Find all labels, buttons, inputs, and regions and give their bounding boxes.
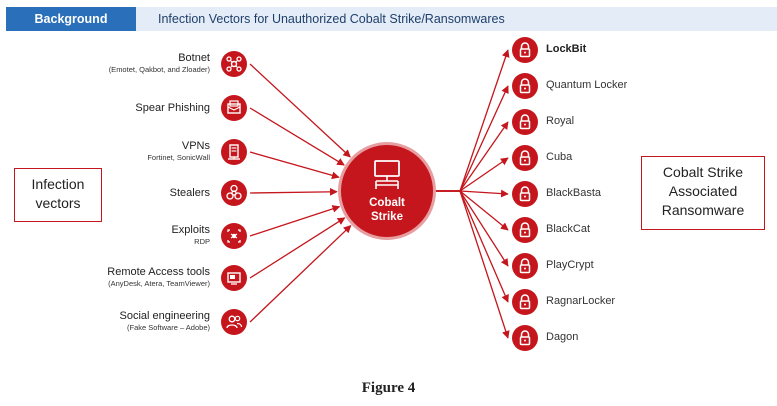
padlock-icon: [512, 109, 538, 135]
ransomware-label-2: Quantum Locker: [546, 79, 628, 91]
vector-arrow: [249, 225, 352, 323]
vector-detail: (AnyDesk, Atera, TeamViewer): [108, 279, 210, 288]
hub-label-line1: Cobalt: [369, 197, 405, 209]
figure-caption: Figure 4: [361, 380, 416, 396]
infection-vectors-label: Infection vectors: [31, 176, 85, 211]
network-icon: [221, 51, 247, 77]
padlock-icon: [512, 253, 538, 279]
cobalt-strike-hub: Cobalt Strike: [341, 145, 433, 237]
padlock-icon: [512, 37, 538, 63]
vector-label-4: Stealers: [40, 187, 210, 200]
hub-label-line2: Strike: [371, 211, 403, 223]
vector-arrow: [249, 187, 338, 196]
ransomware-box-label: Cobalt Strike Associated Ransomware: [661, 164, 745, 218]
vector-name: Exploits: [171, 224, 210, 236]
vector-label-2: Spear Phishing: [40, 102, 210, 115]
vector-arrow: [249, 63, 351, 158]
vector-arrow: [249, 151, 340, 180]
network-computer-icon: [374, 160, 400, 189]
ransomware-label-3: Royal: [546, 115, 575, 127]
ransomware-arrow: [434, 49, 510, 192]
ransomware-label-5: BlackBasta: [546, 187, 602, 199]
envelope-icon: [221, 95, 247, 121]
users-icon: [221, 309, 247, 335]
ransomware-label-7: PlayCrypt: [546, 259, 594, 271]
ransomware-label-4: Cuba: [546, 151, 573, 163]
server-icon: [221, 139, 247, 165]
vector-label-1: Botnet(Emotet, Qakbot, and Zloader): [40, 52, 210, 75]
vector-detail: (Emotet, Qakbot, and Zloader): [108, 65, 210, 74]
vector-name: Stealers: [169, 187, 210, 199]
bug-scan-icon: [221, 223, 247, 249]
vector-arrow: [249, 205, 341, 237]
ransomware-label-1: LockBit: [546, 43, 587, 55]
padlock-icon: [512, 181, 538, 207]
ransomware-label-9: Dagon: [546, 331, 579, 343]
ransomware-label-6: BlackCat: [546, 223, 591, 235]
vector-name: Botnet: [178, 52, 210, 64]
infection-vectors-box: Infection vectors: [14, 168, 102, 222]
vector-detail: Fortinet, SonicWall: [147, 153, 210, 162]
padlock-icon: [512, 145, 538, 171]
remote-desktop-icon: [221, 265, 247, 291]
ransomware-arrow: [434, 190, 510, 339]
ransomware-label-8: RagnarLocker: [546, 295, 616, 307]
vector-name: Social engineering: [119, 310, 210, 322]
ransomware-arrow: [434, 121, 509, 192]
vector-detail: RDP: [194, 237, 210, 246]
page-title: Infection Vectors for Unauthorized Cobal…: [158, 12, 505, 26]
padlock-icon: [512, 325, 538, 351]
biohazard-icon: [221, 180, 247, 206]
header-bar: Background Infection Vectors for Unautho…: [6, 7, 777, 31]
vector-label-6: Remote Access tools(AnyDesk, Atera, Team…: [40, 266, 210, 289]
vector-name: VPNs: [181, 140, 210, 152]
padlock-icon: [512, 217, 538, 243]
vector-name: Spear Phishing: [135, 102, 210, 114]
vector-arrow: [249, 107, 345, 166]
vector-detail: (Fake Software – Adobe): [127, 323, 210, 332]
vector-arrow: [249, 217, 346, 279]
padlock-icon: [512, 73, 538, 99]
ransomware-box: Cobalt Strike Associated Ransomware: [641, 156, 765, 230]
ransomware-arrow: [434, 190, 509, 267]
vector-label-7: Social engineering(Fake Software – Adobe…: [40, 310, 210, 333]
section-tag: Background: [6, 7, 136, 31]
padlock-icon: [512, 289, 538, 315]
vector-name: Remote Access tools: [107, 266, 210, 278]
